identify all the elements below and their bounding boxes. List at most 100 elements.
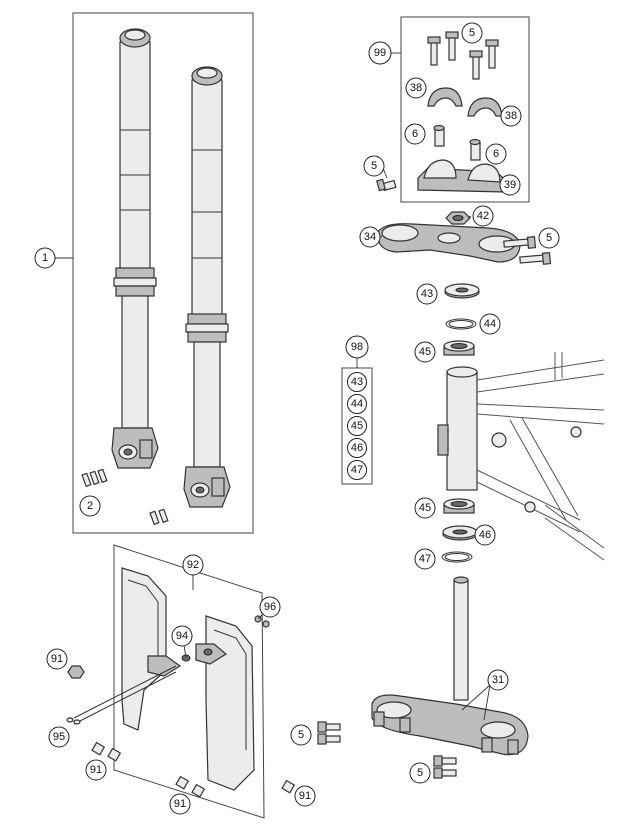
callout-5-lower-right-label: 5: [417, 767, 423, 779]
kit-98-item-2-label: 44: [351, 398, 363, 410]
callout-91-a-label: 91: [51, 653, 63, 665]
kit-98-item-5: 47: [347, 460, 367, 480]
triple-clamp-bolts: [503, 236, 552, 265]
frame-section: [437, 352, 605, 561]
callout-34-label: 34: [364, 231, 376, 243]
fork-leg-left: [111, 28, 159, 469]
o-ring-47: [441, 551, 473, 563]
protector-rods-95: [66, 665, 177, 725]
callout-91-b: 91: [85, 759, 107, 781]
callout-47-label: 47: [419, 553, 431, 565]
callout-5-kit-label: 5: [469, 27, 475, 39]
callout-43: 43: [416, 283, 438, 305]
callout-42-label: 42: [477, 210, 489, 222]
callout-2: 2: [79, 495, 101, 517]
callout-38-right-label: 38: [505, 110, 517, 122]
clamp-bolt-single: [376, 178, 397, 192]
clamp-bolts-6: [433, 124, 481, 161]
callout-98: 98: [345, 335, 369, 359]
lower-triple-clamp-stem: [371, 576, 529, 756]
callout-6-right: 6: [485, 143, 507, 165]
seal-46: [442, 525, 478, 541]
lower-clamp-bracket: [417, 159, 507, 193]
callout-6-left-label: 6: [412, 128, 418, 140]
callout-91-b-label: 91: [90, 764, 102, 776]
kit-98-item-1: 43: [347, 372, 367, 392]
callout-34: 34: [359, 226, 381, 248]
fork-protector-left: [121, 567, 167, 731]
callout-46: 46: [474, 524, 496, 546]
callout-38-right: 38: [500, 105, 522, 127]
callout-5-triple-label: 5: [546, 232, 552, 244]
callout-45-lower: 45: [414, 497, 436, 519]
callout-39: 39: [499, 174, 521, 196]
callout-45-lower-label: 45: [419, 502, 431, 514]
callout-42: 42: [472, 205, 494, 227]
protector-kit-frame: [113, 544, 265, 819]
callout-5-lower-left-label: 5: [298, 729, 304, 741]
upper-triple-clamp: [377, 211, 521, 263]
callout-96-label: 96: [264, 601, 276, 613]
callout-47: 47: [414, 548, 436, 570]
upper-clamp-caps: [427, 87, 503, 117]
callout-92-label: 92: [187, 559, 199, 571]
callout-5-kit: 5: [461, 22, 483, 44]
callout-91-a: 91: [46, 648, 68, 670]
handlebar-clamp-kit: [400, 16, 530, 203]
clamp-screws-top: [427, 31, 499, 80]
callout-2-label: 2: [87, 500, 93, 512]
fork-group-frame: [72, 12, 254, 534]
kit-98-item-2: 44: [347, 394, 367, 414]
kit-98-item-3: 45: [347, 416, 367, 436]
callout-6-left: 6: [404, 123, 426, 145]
callout-45-upper-label: 45: [419, 346, 431, 358]
callout-5-single: 5: [363, 155, 385, 177]
callout-98-label: 98: [351, 341, 363, 353]
axle-clamp-screws: [81, 468, 169, 526]
protector-screws-91: [67, 665, 296, 798]
callout-1-label: 1: [42, 252, 48, 264]
callout-44: 44: [479, 313, 501, 335]
kit-98-item-4-label: 46: [351, 442, 363, 454]
callout-31-label: 31: [492, 674, 504, 686]
kit-98-item-1-label: 43: [351, 376, 363, 388]
o-ring-44: [445, 318, 477, 330]
callout-43-label: 43: [421, 288, 433, 300]
callout-91-d: 91: [294, 785, 316, 807]
callout-5-single-label: 5: [371, 160, 377, 172]
callout-99: 99: [368, 41, 392, 65]
kit-98-item-5-label: 47: [351, 464, 363, 476]
lower-clamp-bolts: [317, 721, 457, 779]
fork-group: [72, 12, 254, 534]
callout-5-lower-left: 5: [290, 724, 312, 746]
clamp-kit-frame: [400, 16, 530, 203]
kit-98-item-4: 46: [347, 438, 367, 458]
callout-39-label: 39: [504, 179, 516, 191]
callout-31: 31: [487, 669, 509, 691]
fork-protector-right: [205, 615, 255, 791]
callout-38-left-label: 38: [410, 82, 422, 94]
callout-5-triple: 5: [538, 227, 560, 249]
callout-99-label: 99: [374, 47, 386, 59]
callout-91-c: 91: [169, 793, 191, 815]
lower-bearing-45: [443, 498, 475, 514]
fork-leg-right: [183, 66, 231, 508]
kit-98-item-3-label: 45: [351, 420, 363, 432]
callout-96: 96: [259, 596, 281, 618]
callout-91-d-label: 91: [299, 790, 311, 802]
callout-95: 95: [48, 726, 70, 748]
callout-46-label: 46: [479, 529, 491, 541]
callout-94: 94: [171, 625, 193, 647]
callout-1: 1: [34, 247, 56, 269]
leader-lines: [55, 52, 491, 721]
callout-44-label: 44: [484, 318, 496, 330]
callout-91-c-label: 91: [174, 798, 186, 810]
callout-6-right-label: 6: [493, 148, 499, 160]
callout-45-upper: 45: [414, 341, 436, 363]
dust-seal-43: [444, 283, 480, 299]
upper-bearing-45: [443, 340, 475, 356]
callout-5-lower-right: 5: [409, 762, 431, 784]
callout-94-label: 94: [176, 630, 188, 642]
callout-95-label: 95: [53, 731, 65, 743]
